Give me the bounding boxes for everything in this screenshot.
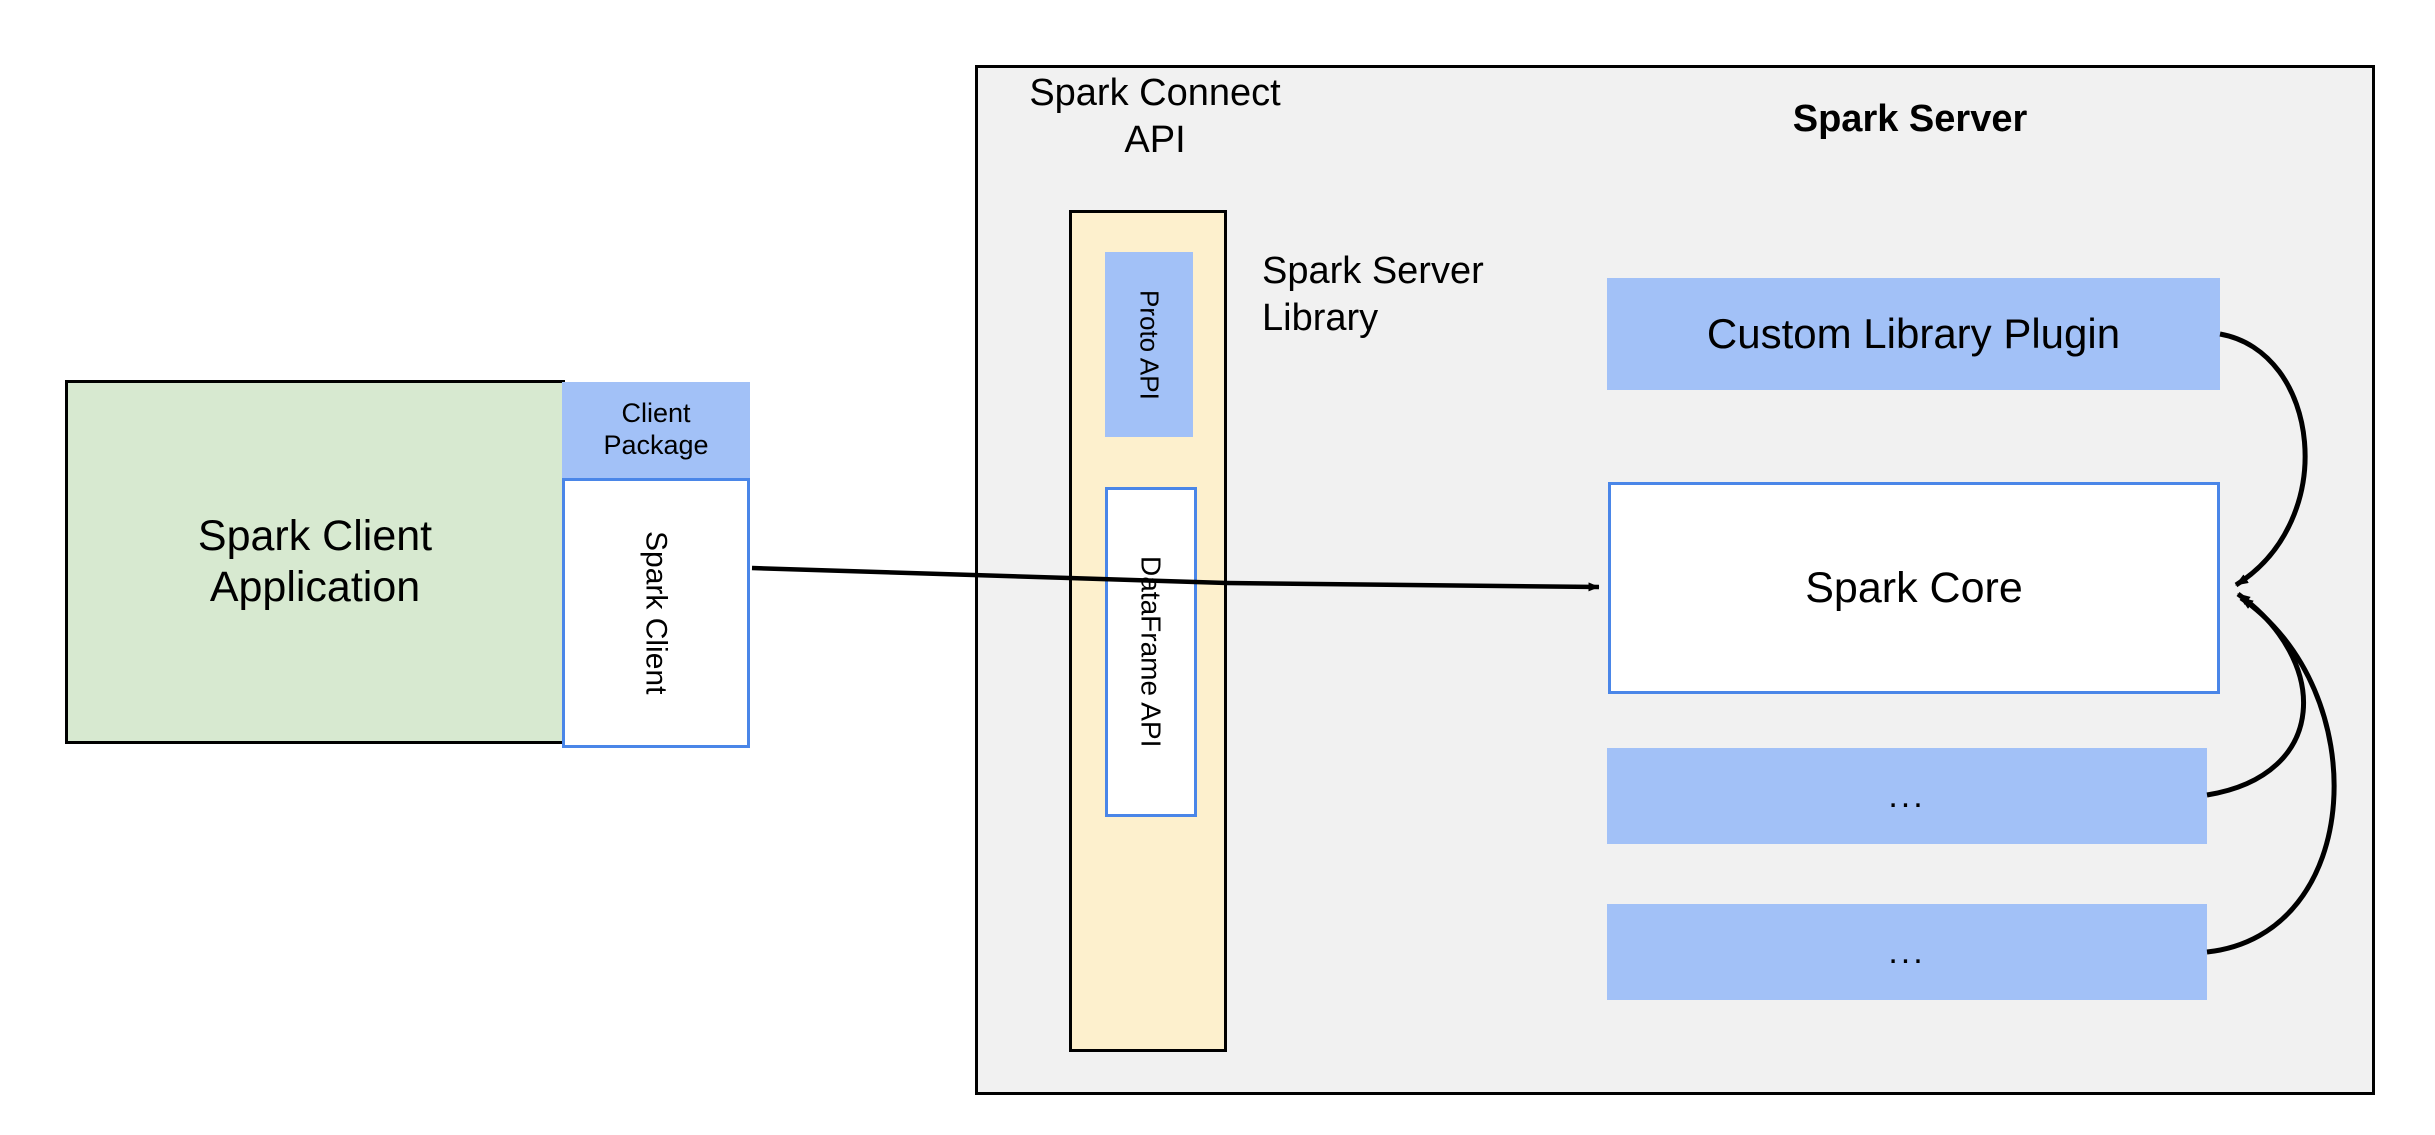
server-component-ellipsis-1-label: ...	[1888, 776, 1926, 815]
client-package-label-line2: Package	[603, 430, 709, 460]
client-package-label-line1: Client	[621, 398, 691, 429]
spark-connect-api-label: Spark Connect API	[1010, 70, 1300, 164]
spark-client-box[interactable]: Spark Client	[562, 478, 750, 748]
spark-server-library-label-line2: Library	[1262, 297, 1379, 340]
server-component-ellipsis-1[interactable]: ...	[1607, 748, 2207, 844]
spark-client-application-label-line1: Spark Client	[197, 512, 433, 561]
proto-api-box[interactable]: Proto API	[1105, 252, 1193, 437]
server-component-ellipsis-2-label: ...	[1888, 932, 1926, 971]
custom-library-plugin-label: Custom Library Plugin	[1706, 310, 2121, 358]
spark-core-box[interactable]: Spark Core	[1608, 482, 2220, 694]
spark-client-label: Spark Client	[639, 531, 673, 695]
spark-connect-api-label-line1: Spark Connect	[1029, 72, 1281, 114]
spark-server-library-label: Spark Server Library	[1262, 248, 1562, 342]
spark-client-application-box[interactable]: Spark Client Application	[65, 380, 565, 744]
client-package-box[interactable]: Client Package	[562, 382, 750, 478]
spark-server-title: Spark Server	[1792, 98, 2028, 140]
spark-server-library-label-line1: Spark Server	[1262, 250, 1484, 292]
proto-api-label: Proto API	[1134, 289, 1165, 400]
dataframe-api-box[interactable]: DataFrame API	[1105, 487, 1197, 817]
spark-core-label: Spark Core	[1805, 563, 2023, 612]
server-component-ellipsis-2[interactable]: ...	[1607, 904, 2207, 1000]
spark-connect-api-label-line2: API	[1124, 119, 1186, 162]
spark-client-application-label-line2: Application	[209, 563, 421, 611]
dataframe-api-label: DataFrame API	[1135, 556, 1167, 748]
custom-library-plugin-box[interactable]: Custom Library Plugin	[1607, 278, 2220, 390]
